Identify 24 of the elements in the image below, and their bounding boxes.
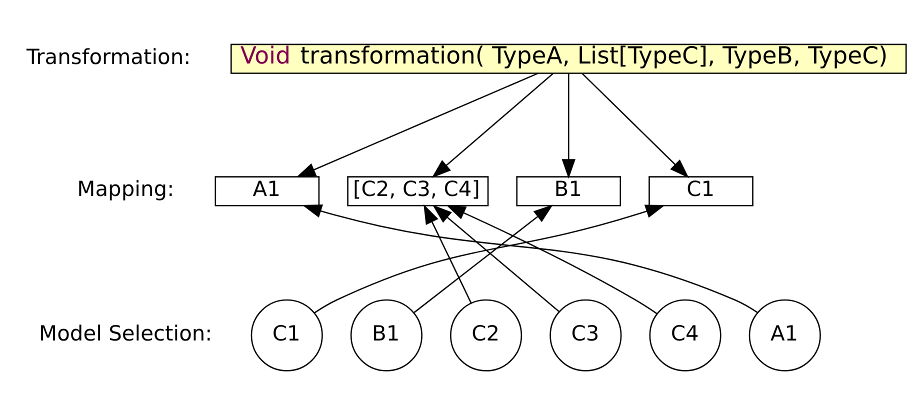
arrow: [313, 204, 665, 313]
node-box: C1: [648, 176, 753, 206]
arrow: [431, 72, 553, 178]
node-circle: C4: [648, 298, 721, 371]
node-circle: B1: [350, 298, 422, 371]
arrow: [296, 72, 538, 177]
node-circle: C3: [549, 298, 622, 371]
node-circle: A1: [748, 298, 820, 371]
arrow: [413, 204, 553, 312]
node-circle: C2: [450, 298, 522, 371]
arrow: [581, 72, 689, 178]
arrow: [432, 204, 559, 312]
arrow: [302, 204, 758, 313]
node-box: B1: [516, 176, 621, 206]
node-box: A1: [214, 176, 320, 206]
node-circle: C1: [250, 298, 322, 371]
label: Transformation:: [26, 44, 190, 68]
node-box: Void transformation( TypeA, List[TypeC], TypeB, TypeC): [230, 43, 906, 74]
arrow: [446, 204, 657, 314]
arrow: [423, 204, 472, 303]
label: Mapping:: [76, 176, 174, 201]
arrow: [561, 73, 576, 178]
node-box: [C2, C3, C4]: [346, 176, 488, 206]
label: Model Selection:: [38, 320, 212, 345]
